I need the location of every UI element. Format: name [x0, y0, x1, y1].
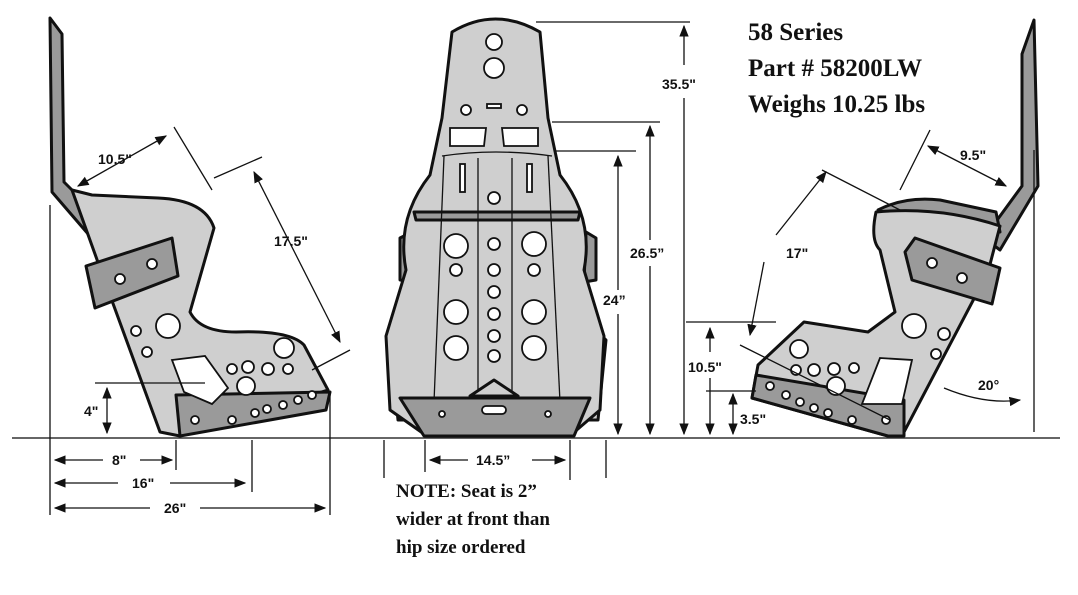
dim-height-26-5: 26.5” — [630, 245, 664, 261]
dim-height-24: 24” — [603, 292, 626, 308]
right-side-view: 9.5" 17" 10.5" 3.5" 20° — [686, 18, 1040, 438]
note-line-3: hip size ordered — [396, 537, 526, 558]
dim-depth-8: 8" — [112, 452, 126, 468]
front-view: 35.5" 26.5” 24” 14.5” — [383, 17, 696, 480]
dim-back-length-left: 17.5" — [274, 233, 308, 249]
shoulder-bracket — [84, 236, 180, 310]
dim-height-10-5: 10.5" — [688, 359, 722, 375]
dim-seat-height-left: 4" — [84, 403, 98, 419]
dim-hip-width: 14.5” — [476, 452, 510, 468]
note-line-2: wider at front than — [396, 509, 550, 530]
dim-depth-26: 26" — [164, 500, 186, 516]
series-title: 58 Series — [748, 19, 844, 46]
dim-height-3-5: 3.5" — [740, 411, 766, 427]
dim-height-35-5: 35.5" — [662, 76, 696, 92]
dim-back-length-right: 17" — [786, 245, 808, 261]
dim-depth-16: 16" — [132, 475, 154, 491]
dim-shoulder-width-right: 9.5" — [960, 147, 986, 163]
part-number: Part # 58200LW — [748, 55, 923, 82]
dim-angle: 20° — [978, 377, 999, 393]
weight-label: Weighs 10.25 lbs — [748, 91, 926, 118]
seat-body-front — [384, 17, 606, 436]
note-line-1: NOTE: Seat is 2” — [396, 481, 537, 502]
left-side-view: 10.5" 17.5" 4" 8" 16" 26" — [48, 16, 351, 516]
dim-shoulder-width-left: 10.5" — [98, 151, 132, 167]
